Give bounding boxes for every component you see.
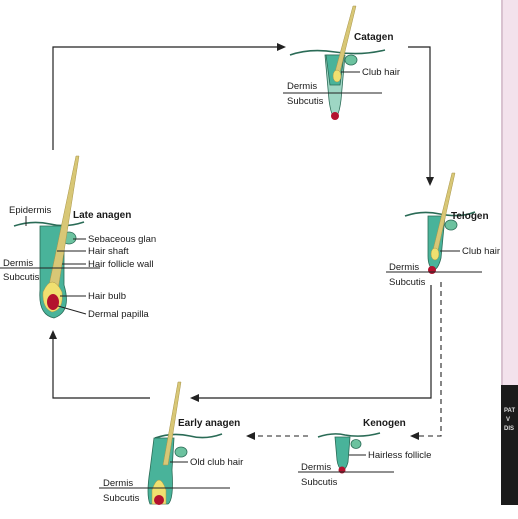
telogen-sebaceous-gland — [444, 219, 458, 231]
early-anagen-dermal-papilla — [154, 495, 164, 505]
kenogen-epidermis — [317, 432, 381, 438]
catagen-dermal-papilla — [331, 112, 339, 120]
svg-text:V: V — [506, 417, 510, 423]
late-anagen-epidermis — [13, 221, 85, 227]
telogen-title: Telogen — [451, 211, 489, 222]
catagen-sebaceous-gland — [344, 54, 358, 66]
arrowhead-kenogen-early — [246, 432, 255, 440]
kenogen-dermis-label: Dermis — [301, 462, 331, 473]
side-panel: PAT V DIS — [501, 0, 518, 505]
side-panel-border — [501, 0, 503, 385]
arrow-telogen-to-early-anagen — [198, 285, 432, 399]
telogen-club-hair — [430, 247, 440, 261]
early-anagen-old-club-hair-label: Old club hair — [190, 457, 243, 468]
late-anagen-dermis-label: Dermis — [3, 258, 33, 269]
kenogen-hairless-follicle-label: Hairless follicle — [368, 450, 431, 461]
late-anagen-dermal-papilla — [47, 294, 59, 310]
late-anagen-sebaceous-gland-label: Sebaceous glan — [88, 234, 156, 245]
late-anagen-hair-shaft-label: Hair shaft — [88, 246, 129, 257]
kenogen-follicle — [334, 436, 351, 471]
early-anagen-stage: Early anagen Old club hair Dermis Subcut… — [99, 381, 243, 505]
cycle-arrows — [49, 43, 442, 440]
late-anagen-dermal-papilla-label: Dermal papilla — [88, 309, 149, 320]
kenogen-title: Kenogen — [363, 418, 406, 429]
late-anagen-leader-dermal-papilla — [57, 305, 87, 315]
kenogen-subcutis-label: Subcutis — [301, 477, 338, 488]
late-anagen-hair-follicle-wall-label: Hair follicle wall — [88, 259, 153, 270]
arrowhead-catagen — [277, 43, 286, 51]
arrowhead-telogen — [426, 177, 434, 186]
book-cover-image — [501, 385, 518, 505]
early-anagen-subcutis-label: Subcutis — [103, 493, 140, 504]
catagen-title: Catagen — [354, 32, 393, 43]
late-anagen-hair-bulb-label: Hair bulb — [88, 291, 126, 302]
telogen-dermis-label: Dermis — [389, 262, 419, 273]
kenogen-sebaceous-gland — [350, 439, 362, 449]
late-anagen-stage: Late anagen Epidermis Sebaceous glan Hai… — [0, 155, 156, 320]
early-anagen-epidermis — [154, 433, 223, 439]
arrow-early-anagen-to-late-anagen — [52, 338, 150, 399]
telogen-epidermis — [404, 211, 476, 217]
late-anagen-subcutis-label: Subcutis — [3, 272, 40, 283]
catagen-club-hair — [332, 69, 342, 83]
early-anagen-title: Early anagen — [178, 418, 240, 429]
early-anagen-dermis-label: Dermis — [103, 478, 133, 489]
arrowhead-late-anagen — [49, 330, 57, 339]
arrow-late-anagen-to-catagen — [52, 46, 278, 150]
telogen-stage: Telogen Club hair Dermis Subcutis — [386, 172, 500, 288]
arrowhead-kenogen — [410, 432, 419, 440]
arrow-telogen-to-kenogen — [418, 282, 442, 437]
side-panel-pink — [503, 0, 518, 385]
catagen-club-hair-label: Club hair — [362, 67, 400, 78]
arrow-catagen-to-telogen — [408, 46, 431, 178]
late-anagen-title: Late anagen — [73, 210, 131, 221]
catagen-subcutis-label: Subcutis — [287, 96, 324, 107]
book-cover-fragment: PAT — [504, 408, 515, 414]
telogen-subcutis-label: Subcutis — [389, 277, 426, 288]
early-anagen-sebaceous-gland — [174, 446, 188, 458]
svg-text:DIS: DIS — [504, 426, 514, 432]
catagen-stage: Catagen Club hair Dermis Subcutis — [283, 5, 400, 120]
catagen-dermis-label: Dermis — [287, 81, 317, 92]
late-anagen-epidermis-label: Epidermis — [9, 205, 51, 216]
early-anagen-old-club-hair — [162, 381, 182, 466]
arrowhead-early-anagen — [190, 394, 199, 402]
kenogen-stage: Kenogen Hairless follicle Dermis Subcuti… — [298, 418, 431, 488]
telogen-dermal-papilla — [428, 266, 436, 274]
catagen-epidermis — [289, 49, 386, 56]
telogen-club-hair-label: Club hair — [462, 246, 500, 257]
